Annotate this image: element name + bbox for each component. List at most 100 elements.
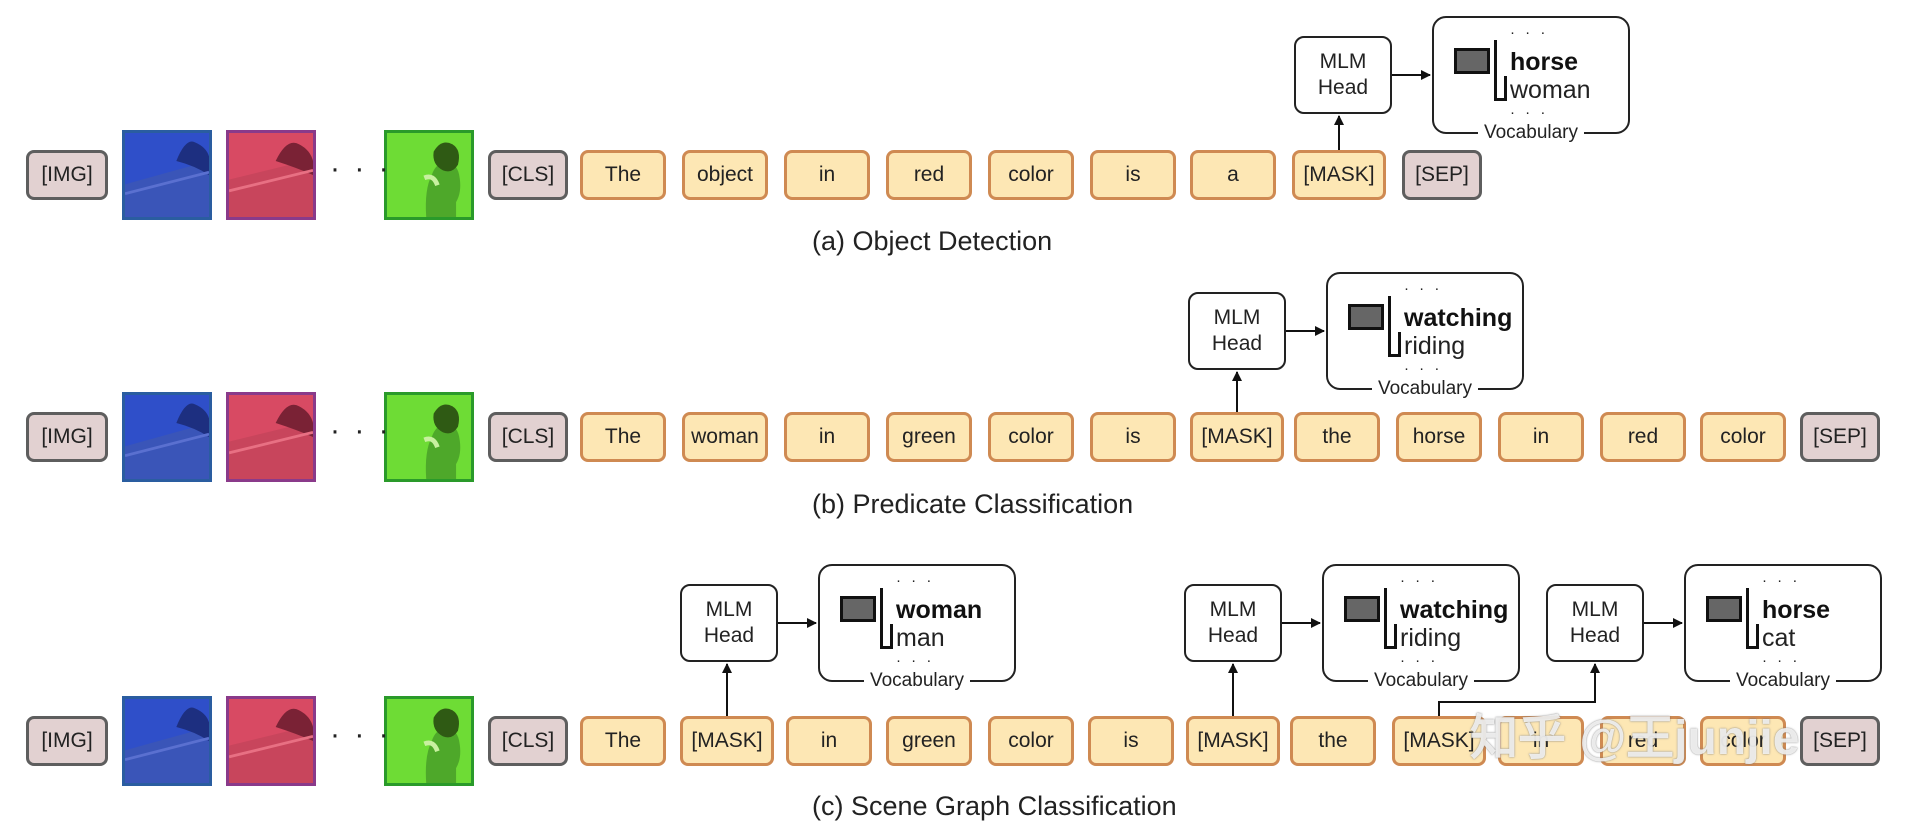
bar-axis <box>880 646 892 649</box>
panel-c-word-token: green <box>886 716 972 766</box>
bar-axis <box>1388 354 1400 357</box>
panel-c-word-token: the <box>1290 716 1376 766</box>
panel-c-mask-token: [MASK] <box>680 716 774 766</box>
panel-a-patch-green-woman <box>384 130 474 220</box>
vocab-top-prediction: horse <box>1762 596 1831 624</box>
panel-b-word-token: The <box>580 412 666 462</box>
panel-c-word-token: in <box>1498 716 1584 766</box>
vocab-top-prediction: woman <box>896 596 983 624</box>
panel-a-word-token: color <box>988 150 1074 200</box>
bar-axis <box>1494 40 1497 100</box>
mlm-head-label-line1: MLM <box>1213 305 1261 329</box>
panel-c-word-token: color <box>988 716 1074 766</box>
mlm-head-label-line2: Head <box>1207 624 1259 647</box>
panel-c-caption: (c) Scene Graph Classification <box>812 791 1177 821</box>
panel-a-img-token: [IMG] <box>26 150 108 200</box>
bar-axis <box>1494 98 1506 101</box>
panel-b-mask-token: [MASK] <box>1190 412 1284 462</box>
panel-a-word-token: in <box>784 150 870 200</box>
bar-axis <box>880 588 883 648</box>
panel-c-ellipsis: · · · <box>330 718 392 751</box>
panel-c-word-token: The <box>580 716 666 766</box>
panel-b-word-token: red <box>1600 412 1686 462</box>
panel-b-word-token: in <box>1498 412 1584 462</box>
vocab-second-prediction: riding <box>1404 332 1466 360</box>
vocab-second-prediction: riding <box>1400 624 1462 652</box>
bar-axis <box>1398 332 1401 357</box>
probability-bar-icon <box>840 596 876 622</box>
panel-c-mask-token: [MASK] <box>1392 716 1486 766</box>
bar-axis <box>890 624 893 649</box>
panel-a-word-token: is <box>1090 150 1176 200</box>
panel-b-word-token: green <box>886 412 972 462</box>
panel-c-word-token: color <box>1700 716 1786 766</box>
vocabulary-label: Vocabulary <box>1367 670 1475 692</box>
panel-c-patch-blue-horse <box>122 696 212 786</box>
vocab-second-prediction: cat <box>1762 624 1796 652</box>
panel-a-patch-blue-horse <box>122 130 212 220</box>
watermark: 知乎 @王junjie <box>1470 712 1800 765</box>
vocab-ellipsis-bottom: · · · <box>1762 652 1801 669</box>
panel-b-word-token: in <box>784 412 870 462</box>
panel-b-word-token: is <box>1090 412 1176 462</box>
vocabulary-label: Vocabulary <box>1477 122 1585 144</box>
panel-c-cls-token: [CLS] <box>488 716 568 766</box>
panel-a-patch-red-horse <box>226 130 316 220</box>
vocab-ellipsis-bottom: · · · <box>896 652 935 669</box>
panel-b-patch-red-horse <box>226 392 316 482</box>
panel-b-ellipsis: · · · <box>330 414 392 447</box>
vocab-ellipsis-top: · · · <box>1400 572 1439 589</box>
vocab-ellipsis-bottom: · · · <box>1510 104 1549 121</box>
mlm-head-label-line2: Head <box>703 624 755 647</box>
vocab-top-prediction: watching <box>1400 596 1509 624</box>
vocabulary-label: Vocabulary <box>1371 378 1479 400</box>
bar-axis <box>1388 296 1391 356</box>
panel-b-patch-blue-horse <box>122 392 212 482</box>
panel-c-word-token: red <box>1600 716 1686 766</box>
mlm-head-label-line1: MLM <box>1571 597 1619 621</box>
panel-a-word-token: object <box>682 150 768 200</box>
panel-b-word-token: color <box>988 412 1074 462</box>
bar-axis <box>1384 588 1387 648</box>
vocab-second-prediction: woman <box>1510 76 1591 104</box>
bar-axis <box>1746 588 1749 648</box>
panel-a-mlm-head-1: MLM Head <box>1294 36 1392 114</box>
panel-c-word-token: is <box>1088 716 1174 766</box>
panel-c-mask-token: [MASK] <box>1186 716 1280 766</box>
panel-c-patch-red-horse <box>226 696 316 786</box>
probability-bar-icon <box>1706 596 1742 622</box>
vocab-second-prediction: man <box>896 624 945 652</box>
panel-c-mlm-head-3: MLM Head <box>1546 584 1644 662</box>
panel-b-sep-token: [SEP] <box>1800 412 1880 462</box>
panel-a-word-token: red <box>886 150 972 200</box>
panel-a-ellipsis: · · · <box>330 152 392 185</box>
probability-bar-icon <box>1348 304 1384 330</box>
vocab-top-prediction: watching <box>1404 304 1513 332</box>
panel-a-cls-token: [CLS] <box>488 150 568 200</box>
vocab-ellipsis-bottom: · · · <box>1400 652 1439 669</box>
panel-b-word-token: woman <box>682 412 768 462</box>
panel-c-sep-token: [SEP] <box>1800 716 1880 766</box>
mlm-head-label-line2: Head <box>1317 76 1369 99</box>
panel-b-word-token: horse <box>1396 412 1482 462</box>
mlm-head-label-line2: Head <box>1569 624 1621 647</box>
probability-bar-icon <box>1344 596 1380 622</box>
panel-a-sep-token: [SEP] <box>1402 150 1482 200</box>
panel-c-img-token: [IMG] <box>26 716 108 766</box>
panel-b-word-token: color <box>1700 412 1786 462</box>
vocab-top-prediction: horse <box>1510 48 1579 76</box>
bar-axis <box>1394 624 1397 649</box>
panel-a-word-token: The <box>580 150 666 200</box>
mlm-head-label-line1: MLM <box>1319 49 1367 73</box>
panel-a-word-token: a <box>1190 150 1276 200</box>
vocabulary-label: Vocabulary <box>1729 670 1837 692</box>
panel-c-word-token: in <box>786 716 872 766</box>
panel-a-mask-token: [MASK] <box>1292 150 1386 200</box>
